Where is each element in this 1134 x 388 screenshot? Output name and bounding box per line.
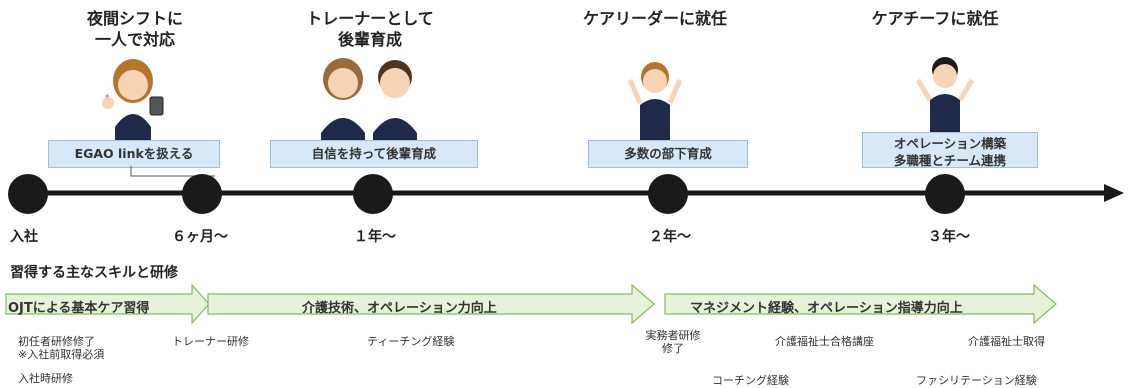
training-kaigo-course: 介護福祉士合格講座 [775,335,874,348]
svg-text:✦: ✦ [104,92,111,101]
title-night-shift-line2: 一人で対応 [94,30,175,49]
skills-heading: 習得する主なスキルと研修 [10,265,178,281]
training-facilitation: ファシリテーション経験 [916,374,1037,387]
training-shoninsha: 初任者研修修了 [18,335,95,348]
training-trainer: トレーナー研修 [172,335,249,348]
care-leader-illustration [627,62,683,140]
phase-arrow-management [664,283,1057,325]
milestone-label-join: 入社 [10,229,38,245]
title-trainer-line2: 後輩育成 [337,30,402,49]
training-prerequisite-note: ※入社前取得必須 [18,348,105,361]
milestone-label-2years: ２年〜 [649,229,691,245]
title-trainer: トレーナーとして 後輩育成 [290,8,450,50]
two-staff-illustration [321,58,417,140]
caption-connector [130,166,215,177]
caption-operation-line1: オペレーション構築 [893,136,1007,151]
milestone-label-1year: １年〜 [354,229,396,245]
caption-subordinates: 多数の部下育成 [588,140,748,168]
training-jitsumusha-line1: 実務者研修 [645,329,701,342]
title-care-leader: ケアリーダーに就任 [582,9,727,28]
training-kaigo-get: 介護福祉士取得 [968,335,1045,348]
training-jitsumusha: 実務者研修 修了 [640,329,706,355]
phase-management-label: マネジメント経験、オペレーション指導力向上 [690,301,963,316]
phase-ojt-label: OJTによる基本ケア習得 [8,301,150,316]
caption-confidence-training: 自信を持って後輩育成 [270,140,478,168]
caption-operation: オペレーション構築 多職種とチーム連携 [862,132,1038,168]
staff-with-tablet-illustration: ✦ [102,59,164,140]
phase-arrows [5,283,1057,325]
milestone-label-3years: ３年〜 [928,229,970,245]
milestone-dot-1year [353,174,393,214]
title-care-chief: ケアチーフに就任 [871,9,999,28]
milestone-label-6months: ６ヶ月〜 [172,229,228,245]
phase-skill-label: 介護技術、オペレーション力向上 [302,301,497,316]
title-trainer-line1: トレーナーとして [306,9,434,28]
milestone-dot-6months [182,174,222,214]
title-night-shift: 夜間シフトに 一人で対応 [55,8,215,50]
milestone-dot-2years [648,174,688,214]
phase-arrow-ojt [5,283,210,325]
caption-operation-line2: 多職種とチーム連携 [893,153,1007,168]
care-chief-illustration [915,57,975,135]
title-night-shift-line1: 夜間シフトに [86,9,183,28]
timeline-arrowhead [1104,184,1124,202]
training-jitsumusha-line2: 修了 [662,342,684,355]
training-coaching: コーチング経験 [712,374,789,387]
phase-arrow-skill-improvement [207,283,655,325]
milestone-dot-3years [925,174,965,214]
caption-egao-link: EGAO linkを扱える [48,140,220,168]
training-teaching: ティーチング経験 [367,335,455,348]
milestone-dot-join [8,174,48,214]
training-nyusha: 入社時研修 [18,372,73,385]
